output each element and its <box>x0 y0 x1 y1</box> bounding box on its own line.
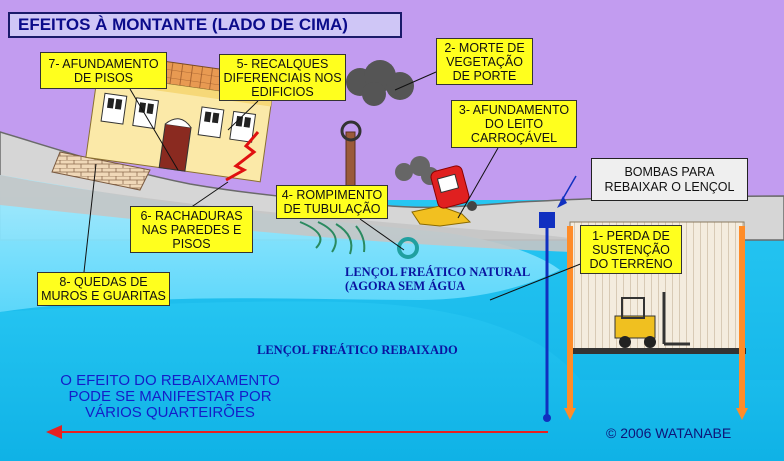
copyright: © 2006 WATANABE <box>606 425 732 441</box>
smoke-cloud-2 <box>395 156 439 185</box>
pumps-label: BOMBAS PARA REBAIXAR O LENÇOL <box>591 158 748 201</box>
callout-road-sinking: 3- AFUNDAMENTO DO LEITO CARROÇÁVEL <box>451 100 577 148</box>
callout-soil-support-loss: 1- PERDA DE SUSTENÇÃO DO TERRENO <box>580 225 682 274</box>
broken-pipe <box>299 221 419 259</box>
callout-pipe-rupture: 4- ROMPIMENTO DE TUBULAÇÃO <box>276 185 388 219</box>
callout-differential-settlement: 5- RECALQUES DIFERENCIAIS NOS EDIFICIOS <box>219 54 346 101</box>
pump-well <box>539 212 555 422</box>
forklift-icon <box>614 292 690 348</box>
diagram-title: EFEITOS À MONTANTE (LADO DE CIMA) <box>8 12 402 38</box>
falling-wall <box>51 151 151 191</box>
sinking-car <box>411 165 477 227</box>
callout-cracks: 6- RACHADURAS NAS PAREDES E PISOS <box>130 206 253 253</box>
natural-water-table-label: LENÇOL FREÁTICO NATURAL (AGORA SEM ÁGUA <box>345 265 531 293</box>
lowered-water-table <box>0 301 784 461</box>
crack-icon <box>225 131 260 182</box>
lowered-water-table-label: LENÇOL FREÁTICO REBAIXADO <box>257 343 458 357</box>
house-illustration <box>85 54 275 183</box>
callout-floor-sinking: 7- AFUNDAMENTO DE PISOS <box>40 52 167 89</box>
callout-wall-falls: 8- QUEDAS DE MUROS E GUARITAS <box>37 272 170 306</box>
smoke-cloud <box>346 60 414 106</box>
callout-pointers <box>83 71 589 301</box>
callout-vegetation-death: 2- MORTE DE VEGETAÇÃO DE PORTE <box>436 38 533 85</box>
pit-floor <box>568 348 746 354</box>
effect-note: O EFEITO DO REBAIXAMENTO PODE SE MANIFES… <box>60 372 280 421</box>
